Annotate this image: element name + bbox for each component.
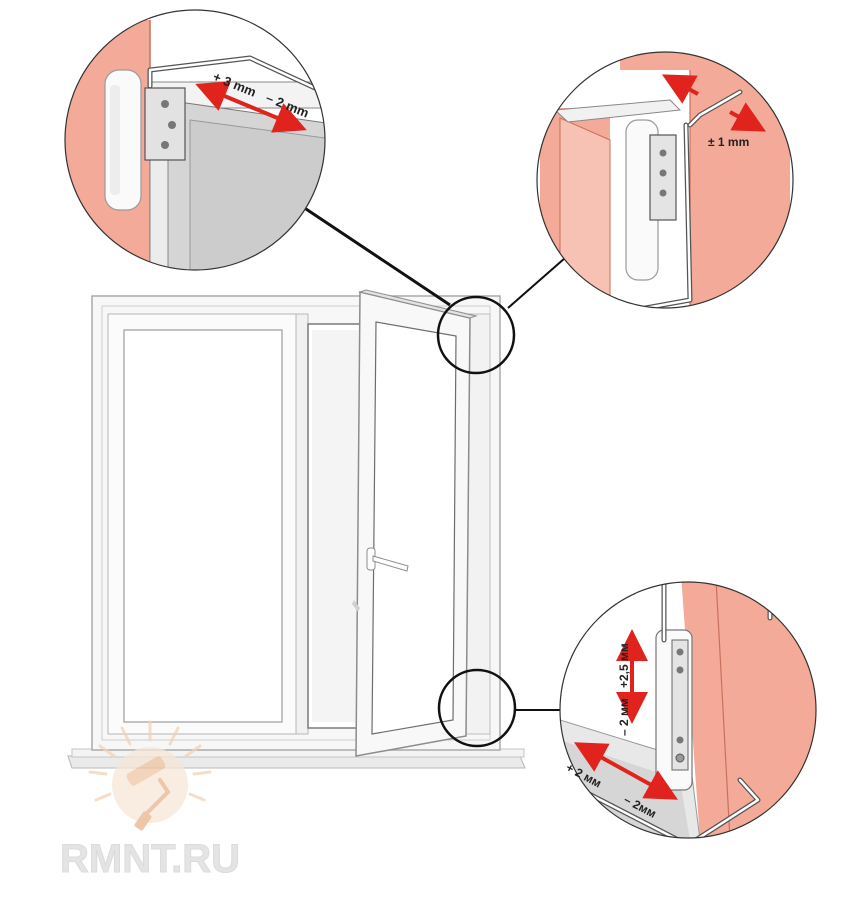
watermark-text: RMNT.RU: [60, 837, 240, 881]
watermark: RMNT.RU: [60, 720, 240, 882]
window: [67, 289, 526, 769]
hinge-cap-icon: [104, 69, 142, 211]
hinge-plate-right-icon: [649, 134, 677, 221]
window-handle-icon: [366, 547, 409, 572]
callout-top-left: + 3 mm – 2 mm: [64, 9, 326, 271]
open-sash-glass: [371, 321, 457, 735]
arrow-top-right-up: [661, 74, 699, 104]
paint-roller-icon: [88, 720, 212, 831]
arrow-top-right-down: [729, 102, 767, 132]
leader-line-top-left: [299, 203, 451, 307]
callout-bottom-right: +2,5 мм – 2 мм + 2 мм – 2мм: [559, 581, 817, 839]
label-top-right: ± 1 mm: [708, 135, 749, 149]
arrow-top-left: [195, 81, 307, 133]
label-bottom-vertical-minus: – 2 мм: [617, 698, 631, 736]
hinge-plate-icon: [144, 87, 186, 161]
left-glass: [123, 329, 283, 723]
mullion: [295, 313, 309, 735]
leader-line-top-right: [507, 257, 566, 309]
label-bottom-vertical-plus: +2,5 мм: [617, 643, 631, 688]
hinge-bottom-icon: [655, 629, 693, 791]
arrow-bottom-horizontal: [573, 742, 679, 800]
top-hinge-highlight: [436, 295, 516, 375]
bottom-hinge-highlight: [437, 668, 517, 748]
callout-top-right: ± 1 mm: [536, 51, 794, 309]
